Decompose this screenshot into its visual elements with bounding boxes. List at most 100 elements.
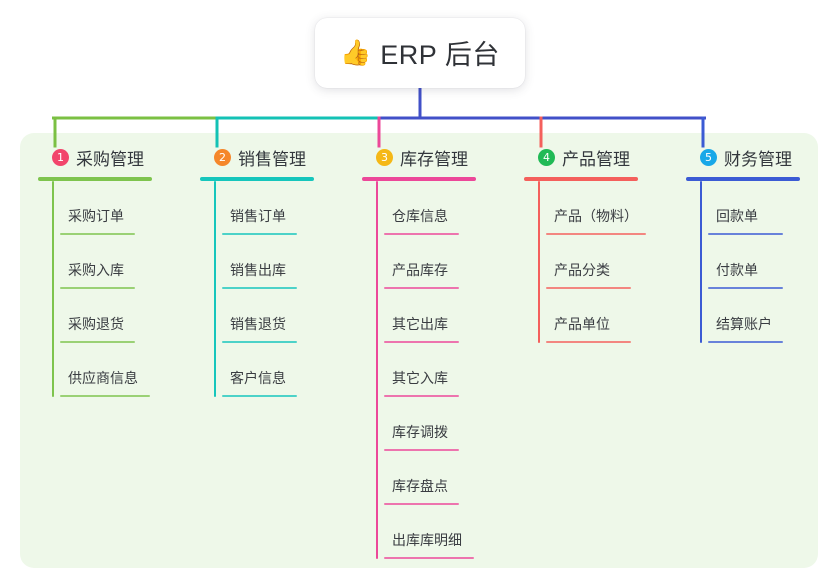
thumbs-up-icon: 👍: [340, 37, 372, 67]
column-underline: [38, 177, 152, 181]
column-title: 财务管理: [724, 149, 792, 169]
diagram-background-panel: [20, 133, 818, 568]
list-item-label: 其它出库: [392, 316, 448, 332]
column-title: 采购管理: [76, 149, 144, 169]
column-title: 产品管理: [562, 149, 630, 169]
root-node-card[interactable]: 👍 ERP 后台: [315, 18, 525, 88]
list-item-underline: [384, 287, 459, 289]
column-header-1[interactable]: 1 采购管理: [38, 145, 152, 169]
list-item-underline: [60, 287, 135, 289]
column-header-2[interactable]: 2 销售管理: [200, 145, 314, 169]
list-item[interactable]: 库存盘点: [362, 451, 476, 505]
list-item-label: 库存调拨: [392, 424, 448, 440]
column-items: 回款单付款单结算账户: [686, 181, 800, 343]
list-item-underline: [708, 287, 783, 289]
list-item-underline: [384, 233, 459, 235]
column-2: 2 销售管理销售订单销售出库销售退货客户信息: [200, 145, 314, 397]
list-item-label: 采购退货: [68, 316, 124, 332]
list-item[interactable]: 结算账户: [686, 289, 800, 343]
list-item[interactable]: 产品单位: [524, 289, 638, 343]
list-item[interactable]: 采购订单: [38, 181, 152, 235]
column-index-badge: 5: [700, 148, 717, 166]
list-item[interactable]: 付款单: [686, 235, 800, 289]
list-item-label: 采购订单: [68, 208, 124, 224]
column-header-4[interactable]: 4 产品管理: [524, 145, 638, 169]
column-5: 5 财务管理回款单付款单结算账户: [686, 145, 800, 343]
list-item-label: 库存盘点: [392, 478, 448, 494]
list-item[interactable]: 产品库存: [362, 235, 476, 289]
list-item-underline: [546, 287, 631, 289]
column-trunk-line: [52, 181, 54, 397]
list-item-underline: [708, 341, 783, 343]
list-item-label: 产品单位: [554, 316, 610, 332]
list-item-underline: [222, 341, 297, 343]
list-item[interactable]: 客户信息: [200, 343, 314, 397]
list-item-label: 结算账户: [716, 316, 772, 332]
list-item-underline: [60, 233, 135, 235]
list-item-underline: [384, 557, 474, 559]
root-node-content: 👍 ERP 后台: [340, 33, 500, 72]
list-item-label: 销售退货: [230, 316, 286, 332]
column-items: 产品（物料） 产品分类产品单位: [524, 181, 646, 343]
list-item[interactable]: 仓库信息: [362, 181, 476, 235]
list-item-underline: [546, 341, 631, 343]
list-item-label: 客户信息: [230, 370, 286, 386]
list-item-underline: [384, 341, 459, 343]
column-underline: [524, 177, 638, 181]
list-item[interactable]: 采购入库: [38, 235, 152, 289]
list-item-underline: [60, 341, 135, 343]
column-items: 销售订单销售出库销售退货客户信息: [200, 181, 314, 397]
list-item[interactable]: 采购退货: [38, 289, 152, 343]
column-header-3[interactable]: 3 库存管理: [362, 145, 476, 169]
list-item-label: 仓库信息: [392, 208, 448, 224]
column-underline: [686, 177, 800, 181]
root-node-title: ERP 后台: [380, 39, 500, 70]
list-item-label: 产品库存: [392, 262, 448, 278]
column-3: 3 库存管理仓库信息产品库存其它出库其它入库库存调拨库存盘点出库库明细: [362, 145, 476, 559]
list-item[interactable]: 供应商信息: [38, 343, 152, 397]
column-title: 库存管理: [400, 149, 468, 169]
column-underline: [362, 177, 476, 181]
list-item-underline: [384, 395, 459, 397]
list-item-underline: [222, 287, 297, 289]
column-index-badge: 2: [214, 148, 231, 166]
column-trunk-line: [214, 181, 216, 397]
list-item-underline: [708, 233, 783, 235]
list-item-underline: [384, 449, 459, 451]
list-item[interactable]: 其它入库: [362, 343, 476, 397]
column-header-5[interactable]: 5 财务管理: [686, 145, 800, 169]
list-item-underline: [222, 233, 297, 235]
column-underline: [200, 177, 314, 181]
list-item[interactable]: 其它出库: [362, 289, 476, 343]
list-item[interactable]: 回款单: [686, 181, 800, 235]
column-trunk-line: [700, 181, 702, 343]
column-1: 1 采购管理采购订单采购入库采购退货供应商信息: [38, 145, 152, 397]
column-title: 销售管理: [238, 149, 306, 169]
column-trunk-line: [376, 181, 378, 559]
list-item[interactable]: 出库库明细: [362, 505, 476, 559]
list-item[interactable]: 销售订单: [200, 181, 314, 235]
list-item[interactable]: 产品分类: [524, 235, 638, 289]
list-item[interactable]: 销售出库: [200, 235, 314, 289]
list-item-label: 供应商信息: [68, 370, 138, 386]
list-item-underline: [60, 395, 150, 397]
column-index-badge: 3: [376, 148, 393, 166]
list-item-label: 销售订单: [230, 208, 286, 224]
list-item[interactable]: 销售退货: [200, 289, 314, 343]
list-item-underline: [222, 395, 297, 397]
column-items: 采购订单采购入库采购退货供应商信息: [38, 181, 152, 397]
list-item-label: 产品分类: [554, 262, 610, 278]
column-index-badge: 4: [538, 148, 555, 166]
list-item-label: 出库库明细: [392, 532, 462, 548]
list-item-label: 采购入库: [68, 262, 124, 278]
list-item[interactable]: 库存调拨: [362, 397, 476, 451]
list-item-label: 回款单: [716, 208, 758, 224]
column-index-badge: 1: [52, 148, 69, 166]
list-item-underline: [384, 503, 459, 505]
column-items: 仓库信息产品库存其它出库其它入库库存调拨库存盘点出库库明细: [362, 181, 476, 559]
column-trunk-line: [538, 181, 540, 343]
list-item-label: 其它入库: [392, 370, 448, 386]
list-item[interactable]: 产品（物料）: [524, 181, 646, 235]
column-4: 4 产品管理产品（物料） 产品分类产品单位: [524, 145, 646, 343]
